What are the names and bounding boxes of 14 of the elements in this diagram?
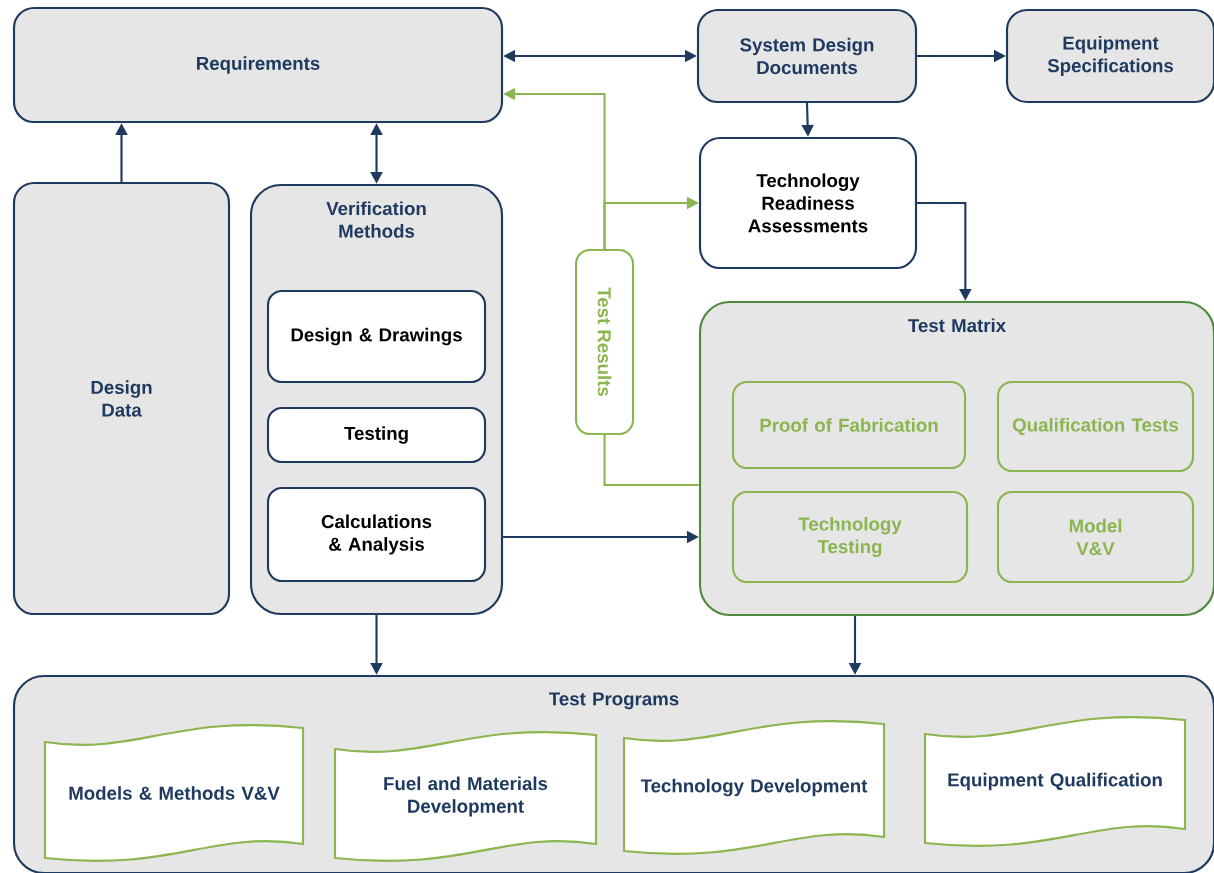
label-box: Test Results [574,248,635,436]
method-box: Design & Drawings [266,289,487,384]
connector-line [603,435,699,487]
test-box: Proof of Fabrication [731,380,967,470]
rounded-box: Equipment Specifications [1005,8,1214,104]
method-box: Calculations & Analysis [266,486,487,583]
test-box: Model V&V [996,490,1195,584]
test-box: Qualification Tests [996,380,1195,473]
rounded-box: Design Data [12,181,231,616]
rounded-box: System Design Documents [696,8,918,104]
test-box: Technology Testing [731,490,969,584]
method-box: Testing [266,406,487,464]
rounded-box: Requirements [12,6,504,124]
rounded-box: Technology Readiness Assessments [698,136,918,270]
